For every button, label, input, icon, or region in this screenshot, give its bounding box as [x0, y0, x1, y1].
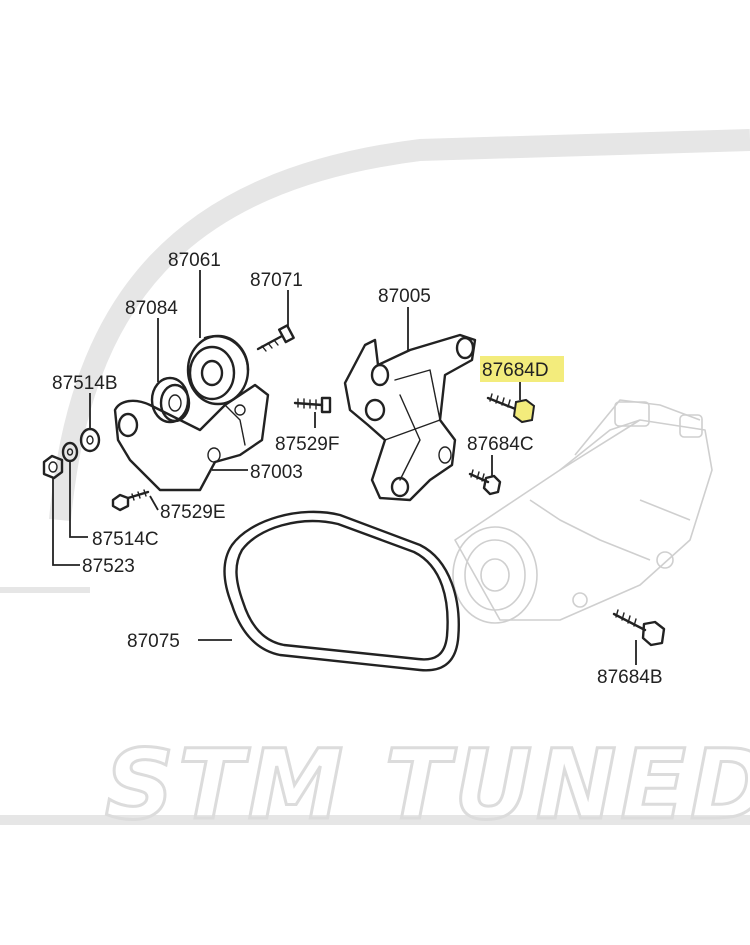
watermark-text: STM TUNED	[105, 729, 750, 841]
bolt-87684B-part	[612, 609, 666, 647]
label-87005: 87005	[378, 286, 431, 307]
idler-pulley-part	[150, 376, 191, 424]
label-87684B: 87684B	[597, 667, 663, 688]
washer-87514B-part	[79, 427, 101, 453]
label-87523: 87523	[82, 556, 135, 577]
leader-lines	[52, 270, 637, 665]
label-87514B: 87514B	[52, 373, 118, 394]
label-87684C: 87684C	[467, 434, 534, 455]
bolt-87684C-part	[468, 469, 502, 496]
drive-belt-part	[223, 510, 460, 672]
bolt-87529F-part	[293, 396, 332, 414]
nut-87523-part	[42, 454, 64, 480]
tensioner-bracket-part	[113, 383, 270, 492]
label-87529F: 87529F	[275, 434, 339, 455]
label-87684D: 87684D	[482, 360, 549, 381]
compressor-bracket-part	[343, 333, 477, 502]
highlight-box	[480, 356, 564, 382]
label-87529E: 87529E	[160, 502, 226, 523]
ac-compressor-outline	[452, 399, 713, 624]
watermark-swoosh	[0, 129, 750, 825]
bolt-87529E-part	[111, 489, 150, 512]
bolt-87071-part	[256, 324, 295, 352]
tensioner-pulley-part	[186, 334, 250, 406]
label-87084: 87084	[125, 298, 178, 319]
label-87003: 87003	[250, 462, 303, 483]
label-87061: 87061	[168, 250, 221, 271]
label-87514C: 87514C	[92, 529, 159, 550]
label-87071: 87071	[250, 270, 303, 291]
bolt-87684D-part	[486, 393, 536, 424]
label-87075: 87075	[127, 631, 180, 652]
